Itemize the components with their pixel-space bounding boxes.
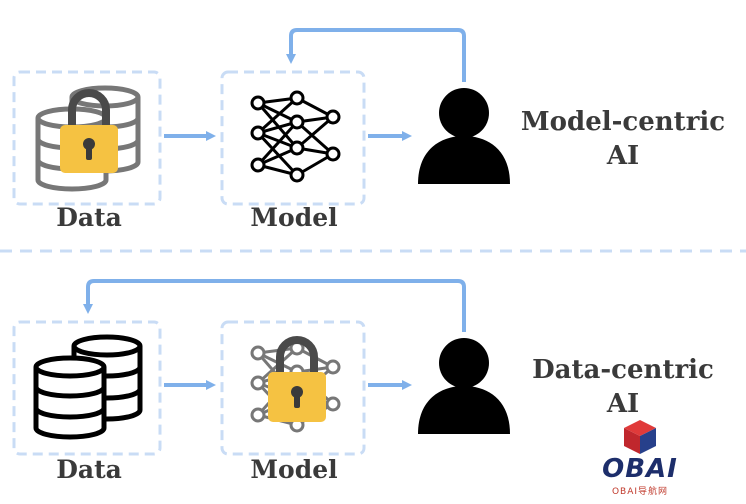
top-data-box [12, 70, 162, 206]
bottom-database-icon [33, 334, 143, 440]
bottom-feedback-arrow [83, 279, 466, 332]
bottom-title: Data-centric AI [518, 353, 728, 421]
top-title-line2: AI [606, 141, 640, 171]
top-model-box [220, 70, 366, 206]
top-model-label: Model [250, 203, 338, 232]
top-data-label: Data [56, 203, 122, 232]
bottom-title-line1: Data-centric [532, 355, 714, 385]
top-title-line1: Model-centric [520, 107, 726, 137]
bottom-model-label: Model [250, 455, 338, 484]
bottom-model-lock-icon [268, 336, 326, 422]
logo-cube-icon [624, 420, 656, 454]
bottom-data-box [12, 320, 162, 456]
watermark-subtext: OBAI导航网 [611, 487, 669, 497]
top-feedback-arrow [286, 28, 466, 82]
top-data-lock-icon [60, 89, 118, 173]
bottom-data-label: Data [56, 455, 122, 484]
bottom-title-line2: AI [606, 389, 640, 419]
top-title: Model-centric AI [518, 105, 728, 173]
top-neural-net-icon [250, 90, 341, 183]
bottom-person-icon [418, 338, 510, 434]
top-person-icon [418, 88, 510, 184]
bottom-model-box [220, 320, 366, 456]
watermark-logo: OBAI OBAI导航网 [590, 418, 690, 498]
watermark-text: OBAI [602, 454, 678, 484]
